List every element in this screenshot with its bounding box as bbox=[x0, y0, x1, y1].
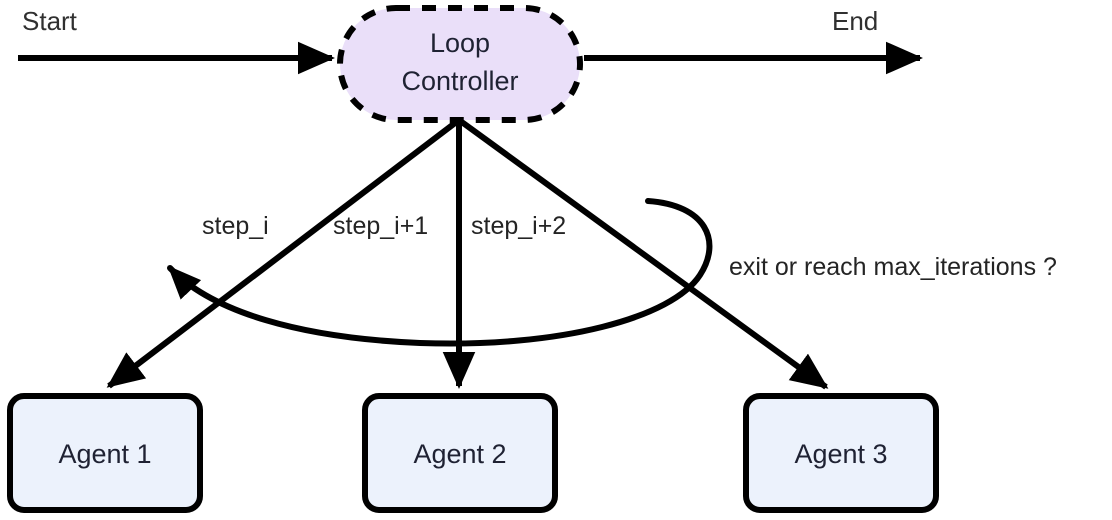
agent-1-label: Agent 1 bbox=[58, 439, 151, 469]
feedback-loop-arrow bbox=[167, 198, 713, 347]
edge-controller-to-agent-1 bbox=[106, 117, 461, 389]
edge-label-exit-condition: exit or reach max_iterations ? bbox=[729, 253, 1057, 281]
end-label: End bbox=[832, 6, 878, 36]
agent-2-node[interactable]: Agent 2 bbox=[362, 393, 558, 513]
agent-3-label: Agent 3 bbox=[794, 439, 887, 469]
agent-1-shape[interactable] bbox=[7, 393, 203, 513]
agent-2-label: Agent 2 bbox=[413, 439, 506, 469]
loop-controller-label-line2: Controller bbox=[401, 66, 518, 96]
agent-1-node[interactable]: Agent 1 bbox=[7, 393, 203, 513]
edge-label-step-i-plus-1: step_i+1 bbox=[333, 212, 428, 240]
agent-3-shape[interactable] bbox=[743, 393, 939, 513]
edge-label-step-i: step_i bbox=[202, 212, 269, 240]
agent-2-shape[interactable] bbox=[362, 393, 558, 513]
edge-controller-to-agent-3 bbox=[457, 117, 829, 390]
start-label: Start bbox=[22, 6, 78, 36]
loop-controller-shape[interactable] bbox=[337, 5, 583, 123]
step-edges bbox=[106, 117, 829, 390]
feedback-edge bbox=[167, 198, 713, 347]
loop-controller-node[interactable]: Loop Controller bbox=[337, 5, 583, 123]
agent-3-node[interactable]: Agent 3 bbox=[743, 393, 939, 513]
edge-label-step-i-plus-2: step_i+2 bbox=[471, 212, 566, 240]
loop-controller-label-line1: Loop bbox=[430, 28, 490, 58]
